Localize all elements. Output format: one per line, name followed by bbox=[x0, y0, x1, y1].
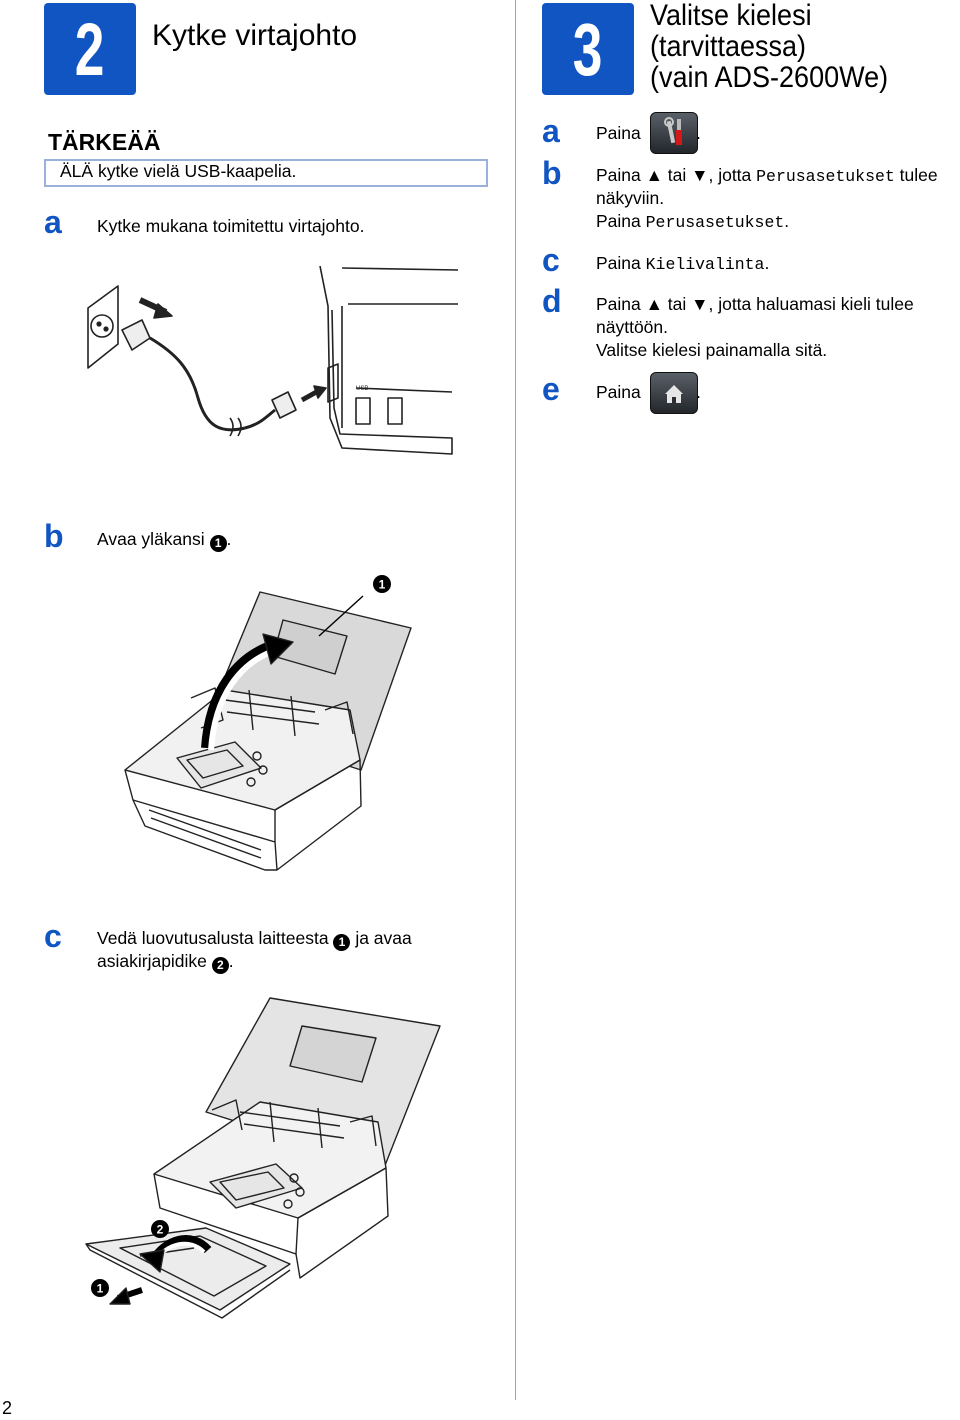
step-b-text2: tulee bbox=[899, 165, 938, 185]
step-b-line2: näkyviin. bbox=[596, 188, 665, 208]
step-c-line2: asiakirjapidike 2. bbox=[97, 950, 234, 974]
step-letter-e: e bbox=[542, 371, 560, 407]
step-b-line3-prefix: Paina bbox=[596, 211, 641, 231]
step-letter-c: c bbox=[542, 242, 560, 278]
section-title-line3: (vain ADS-2600We) bbox=[650, 61, 889, 94]
step-number-badge: 3 bbox=[542, 3, 634, 95]
step-e-text: Paina bbox=[596, 382, 641, 402]
step-c-line: Paina Kielivalinta. bbox=[596, 252, 769, 276]
step-letter-a: a bbox=[44, 204, 62, 240]
step-d-line3: Valitse kielesi painamalla sitä. bbox=[596, 340, 828, 360]
step-letter-b: b bbox=[542, 155, 562, 191]
menu-item-perusasetukset: Perusasetukset bbox=[645, 213, 785, 232]
menu-item-perusasetukset: Perusasetukset bbox=[756, 167, 895, 186]
section-title: Kytke virtajohto bbox=[152, 19, 358, 52]
step-b-text: Avaa yläkansi bbox=[97, 529, 205, 549]
power-cord-illustration: USB bbox=[87, 265, 459, 455]
important-notice: TÄRKEÄÄ ÄLÄ kytke vielä USB-kaapelia. bbox=[44, 123, 488, 187]
section-title-line1: Valitse kielesi bbox=[650, 0, 812, 32]
step-c-prefix: Paina bbox=[596, 253, 641, 273]
scanner-output-tray-illustration: 2 1 bbox=[85, 997, 441, 1319]
step-a-text: Kytke mukana toimitettu virtajohto. bbox=[97, 216, 365, 236]
usb-port-label: USB bbox=[356, 386, 368, 392]
column-divider bbox=[515, 0, 516, 1400]
step-number-badge: 2 bbox=[44, 3, 136, 95]
step-b-line: Avaa yläkansi 1. bbox=[97, 528, 231, 552]
step-c-suffix: . bbox=[764, 253, 770, 273]
step-c-text2: asiakirjapidike bbox=[97, 951, 207, 971]
step-d-line1: Paina ▲ tai ▼, jotta haluamasi kieli tul… bbox=[596, 294, 914, 314]
step-d-line2: näyttöön. bbox=[596, 317, 668, 337]
step-b-text1: Paina ▲ tai ▼, jotta bbox=[596, 165, 752, 185]
step-letter-c: c bbox=[44, 918, 62, 954]
callout-1: 1 bbox=[209, 535, 227, 552]
step-a-suffix: . bbox=[696, 123, 701, 143]
home-icon[interactable] bbox=[650, 372, 698, 414]
step-c-line1: Vedä luovutusalusta laitteesta 1 ja avaa bbox=[97, 927, 412, 951]
step-c-text1-suffix: ja avaa bbox=[355, 928, 412, 948]
important-text: ÄLÄ kytke vielä USB-kaapelia. bbox=[60, 161, 297, 181]
step-b-line1: Paina ▲ tai ▼, jotta Perusasetukset tule… bbox=[596, 164, 938, 188]
page-number: 2 bbox=[2, 1398, 13, 1418]
callout-1: 1 bbox=[333, 934, 351, 951]
step-b-line3-suffix: . bbox=[784, 211, 790, 231]
step-c-text1: Vedä luovutusalusta laitteesta bbox=[97, 928, 329, 948]
step-c-text2-suffix: . bbox=[228, 951, 234, 971]
step-letter-a: a bbox=[542, 113, 560, 149]
step-letter-b: b bbox=[44, 518, 64, 554]
figure-callout-1: 1 bbox=[97, 1282, 104, 1296]
scanner-open-cover-illustration: 1 bbox=[124, 575, 412, 871]
figure-callout-1: 1 bbox=[379, 578, 386, 592]
callout-2: 2 bbox=[211, 957, 229, 974]
figure-callout-2: 2 bbox=[157, 1223, 164, 1237]
important-heading: TÄRKEÄÄ bbox=[48, 129, 161, 155]
step-b-line3: Paina Perusasetukset. bbox=[596, 210, 789, 234]
step-b-suffix: . bbox=[226, 529, 232, 549]
step-a-text: Paina bbox=[596, 123, 641, 143]
step-e-suffix: . bbox=[696, 382, 701, 402]
section-title-line2: (tarvittaessa) bbox=[650, 30, 807, 63]
settings-tools-icon[interactable] bbox=[650, 112, 698, 154]
menu-item-kielivalinta: Kielivalinta bbox=[645, 255, 765, 274]
step-letter-d: d bbox=[542, 283, 562, 319]
